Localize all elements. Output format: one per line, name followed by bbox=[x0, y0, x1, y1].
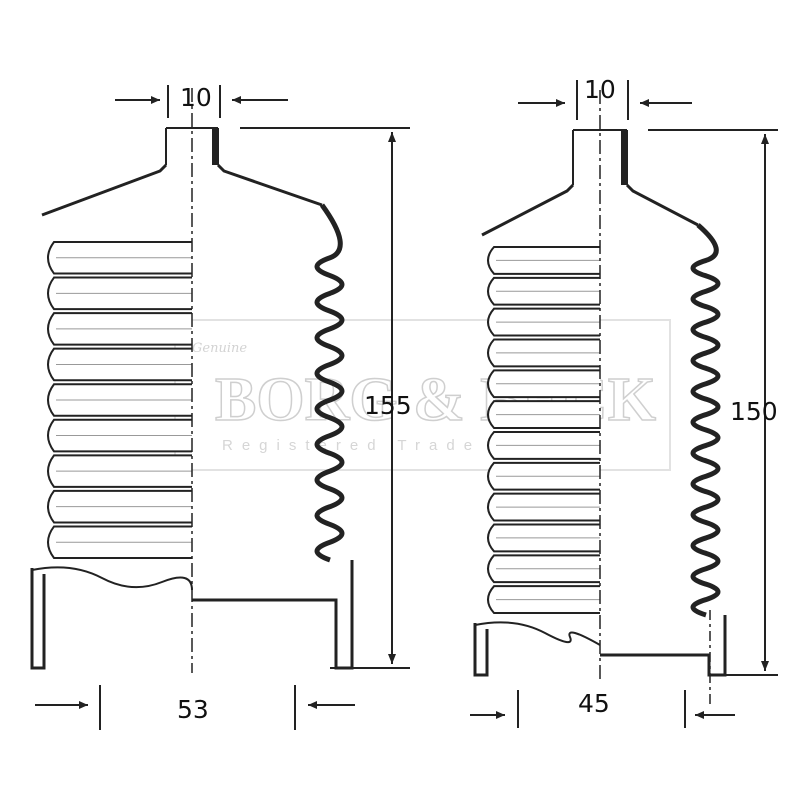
right-top-diameter: 10 bbox=[584, 75, 616, 104]
base-flange bbox=[473, 615, 727, 677]
bellows-profile bbox=[314, 203, 345, 563]
dimension-lines bbox=[35, 80, 778, 730]
arrow-left-bottom-head bbox=[79, 701, 88, 709]
right-bottom-diameter: 45 bbox=[578, 689, 610, 718]
arrow-right-bottom-head bbox=[496, 711, 505, 719]
watermark-tagline: Registered Trade Mark bbox=[222, 437, 564, 454]
arrow-left-top-head bbox=[151, 96, 160, 104]
bellows-profile bbox=[690, 223, 721, 618]
arrow-right-bottom-r-head bbox=[695, 711, 704, 719]
break-line bbox=[474, 621, 601, 646]
arrow-left-bottom-r-head bbox=[308, 701, 317, 709]
watermark-script: Genuine bbox=[192, 341, 247, 356]
break-line bbox=[31, 566, 193, 591]
boots bbox=[30, 88, 727, 680]
left-length: 155 bbox=[364, 391, 412, 420]
arrow-left-top-r-head bbox=[232, 96, 241, 104]
cone bbox=[41, 163, 323, 217]
cone bbox=[481, 183, 699, 237]
left-bottom-diameter: 53 bbox=[177, 695, 209, 724]
right-length: 150 bbox=[730, 397, 778, 426]
arrow-right-top-head bbox=[556, 99, 565, 107]
collar-wall bbox=[621, 130, 627, 185]
left-top-diameter: 10 bbox=[180, 83, 212, 112]
arrow-right-top-r-head bbox=[640, 99, 649, 107]
collar-wall bbox=[212, 128, 218, 165]
